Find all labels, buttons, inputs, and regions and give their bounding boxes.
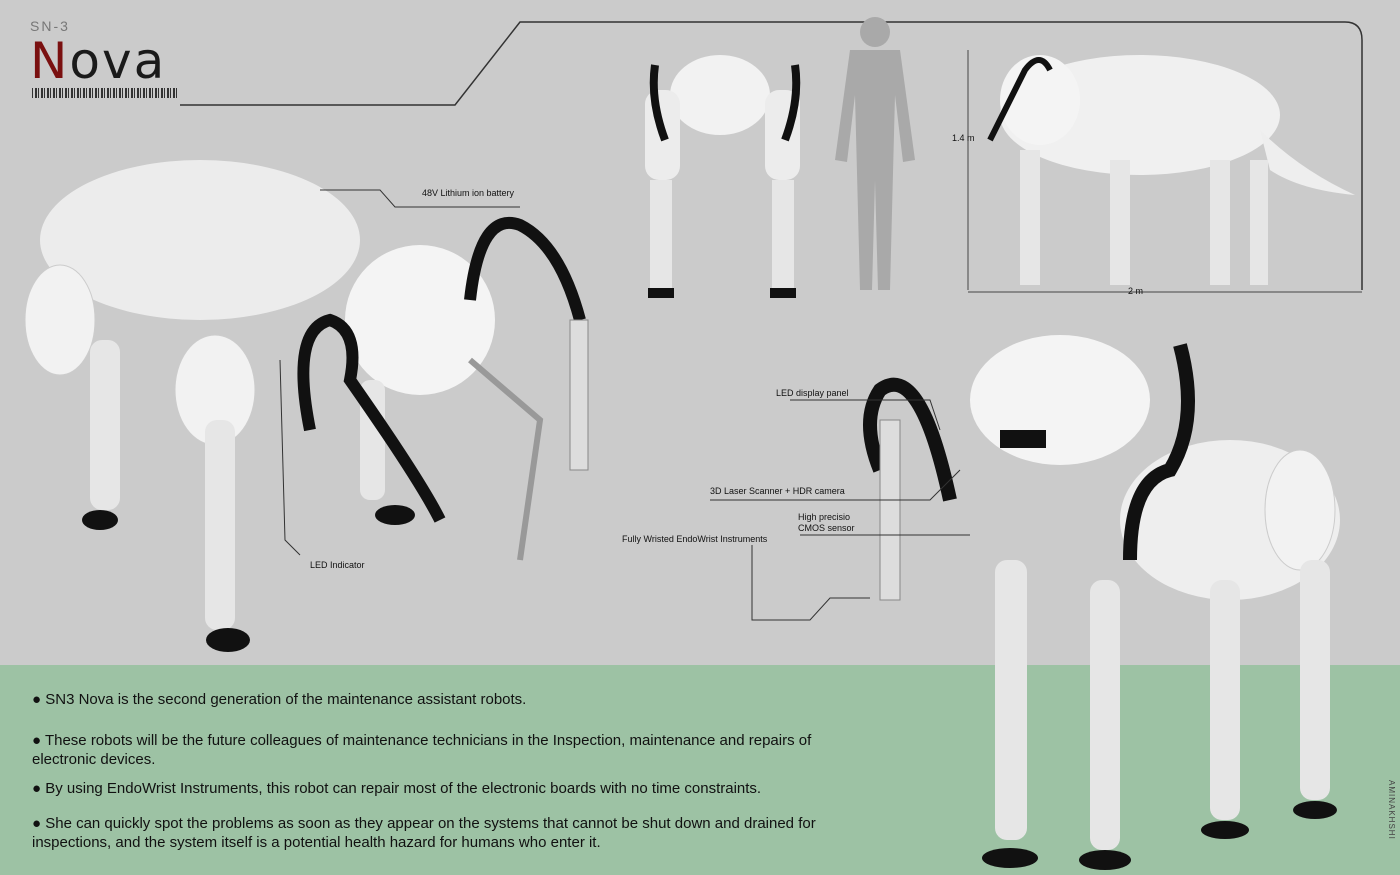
barcode-graphic — [32, 88, 178, 98]
bullet-item: ● She can quickly spot the problems as s… — [32, 815, 816, 851]
bullet-item: ● By using EndoWrist Instruments, this r… — [32, 780, 762, 797]
dimension-length: 2 m — [1128, 286, 1144, 296]
frame-line — [180, 21, 1363, 290]
callout-endowrist: Fully Wristed EndoWrist Instruments — [622, 534, 768, 544]
ground-band — [0, 665, 1400, 875]
artist-signature: AMINAKHSHI — [1387, 780, 1396, 840]
series-code: SN-3 — [30, 18, 70, 34]
description-list: ● SN3 Nova is the second generation of t… — [32, 690, 892, 862]
robot-side-view — [987, 55, 1355, 285]
callout-lines — [279, 189, 970, 621]
callout-cmos-sensor: High precisio CMOS sensor — [798, 512, 855, 533]
robot-front-view — [645, 55, 801, 298]
robot-left-view — [24, 160, 589, 652]
product-logo: Nova — [30, 32, 167, 90]
human-silhouette — [835, 17, 915, 290]
callout-laser-scanner: 3D Laser Scanner + HDR camera — [710, 486, 845, 496]
callout-led-indicator: LED Indicator — [310, 560, 365, 570]
robot-right-view — [863, 335, 1340, 870]
callout-battery: 48V Lithium ion battery — [422, 188, 515, 198]
bullet-item: ● These robots will be the future collea… — [32, 732, 812, 768]
callout-led-display: LED display panel — [776, 388, 849, 398]
dimension-height: 1.4 m — [952, 133, 975, 143]
bullet-item: ● SN3 Nova is the second generation of t… — [32, 691, 527, 708]
